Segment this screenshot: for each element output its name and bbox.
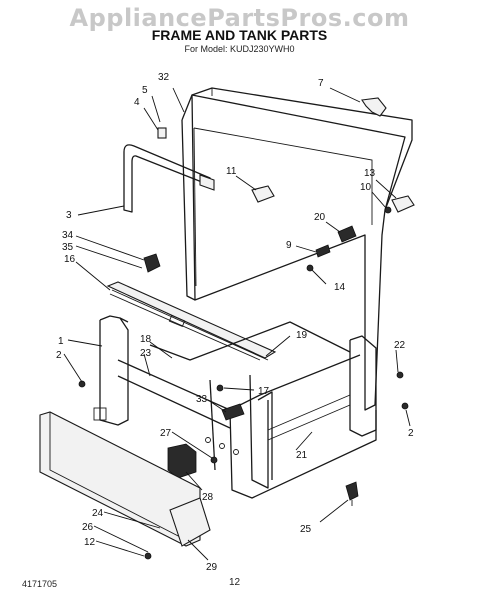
callout-2-right: 2 <box>408 428 414 439</box>
callout-22: 22 <box>394 340 406 351</box>
callout-33: 33 <box>196 394 208 405</box>
document-code: 4171705 <box>22 579 58 589</box>
callout-9: 9 <box>286 240 292 251</box>
part-4-bumper <box>157 127 167 139</box>
part-11-clip <box>251 185 275 203</box>
part-34-valve <box>143 253 161 273</box>
callout-labels: 32 7 5 4 11 13 10 3 20 9 34 35 14 16 1 1… <box>56 72 414 573</box>
part-7-bracket <box>361 97 387 117</box>
callout-20: 20 <box>314 212 326 223</box>
callout-13: 13 <box>364 168 376 179</box>
base-frame <box>93 315 377 499</box>
part-20-tube <box>306 225 357 272</box>
part-33-bracket <box>221 403 245 421</box>
fasteners <box>78 371 409 560</box>
callout-10: 10 <box>360 182 372 193</box>
callout-5: 5 <box>142 85 148 96</box>
callout-17: 17 <box>258 386 270 397</box>
callout-34: 34 <box>62 230 74 241</box>
tank-outline <box>181 87 413 411</box>
callout-23: 23 <box>140 348 152 359</box>
callout-1: 1 <box>58 336 64 347</box>
page-number: 12 <box>229 577 241 588</box>
watermark-logo: AppliancePartsPros.com <box>69 4 410 32</box>
callout-16: 16 <box>64 254 76 265</box>
model-subtitle: For Model: KUDJ230YWH0 <box>184 44 295 54</box>
callout-35: 35 <box>62 242 74 253</box>
callout-29: 29 <box>206 562 218 573</box>
callout-3: 3 <box>66 210 72 221</box>
callout-18: 18 <box>140 334 152 345</box>
callout-27: 27 <box>160 428 172 439</box>
callout-14: 14 <box>334 282 346 293</box>
callout-19: 19 <box>296 330 308 341</box>
callout-25: 25 <box>300 524 312 535</box>
callout-2-left: 2 <box>56 350 62 361</box>
part-3-rail <box>123 144 215 213</box>
callout-26: 26 <box>82 522 94 533</box>
part-16-slide-rail <box>106 281 277 361</box>
part-13-hinge <box>384 195 415 214</box>
leader-lines <box>63 87 411 561</box>
diagram-title: FRAME AND TANK PARTS <box>151 27 328 43</box>
callout-28: 28 <box>202 492 214 503</box>
callout-24: 24 <box>92 508 104 519</box>
part-24-toe-panel <box>39 411 211 547</box>
callout-32: 32 <box>158 72 170 83</box>
callout-12: 12 <box>84 537 96 548</box>
part-28-box <box>167 443 197 479</box>
callout-21: 21 <box>296 450 308 461</box>
callout-7: 7 <box>318 78 324 89</box>
callout-11: 11 <box>226 166 237 177</box>
callout-4: 4 <box>134 97 140 108</box>
